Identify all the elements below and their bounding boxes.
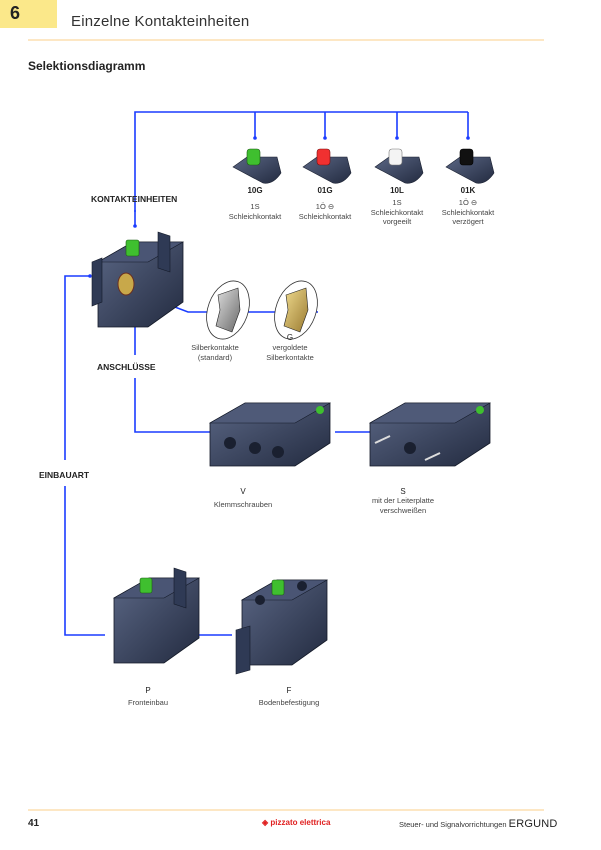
category-mounting-label: EINBAUART [39, 470, 90, 480]
connection-s-code: S [400, 487, 406, 496]
mounting-line [64, 486, 105, 636]
footer-divider [28, 809, 544, 811]
delay-symbol-icon: ⊖ [327, 202, 335, 211]
category-contacts-label: KONTAKTEINHEITEN [91, 194, 178, 204]
brand-logo: ERGUND [508, 818, 558, 830]
chapter-number: 6 [10, 3, 21, 23]
header-divider [28, 39, 544, 41]
pizzato-logo: ◈ pizzato elettrica [262, 818, 331, 827]
mounting-base-icon [235, 579, 329, 675]
plunger-01k-icon [445, 148, 495, 184]
category-connections-label: ANSCHLÜSSE [97, 362, 156, 372]
mounting-front-icon [112, 567, 201, 664]
mounting-p-label: Fronteinbau [127, 698, 169, 707]
material-gold-code: G [286, 333, 294, 342]
silver-contact-icon [206, 280, 250, 340]
connection-pcb-solder-icon [368, 402, 492, 467]
connections-line [134, 378, 210, 433]
delay-symbol-icon: ⊖ [470, 198, 478, 207]
mounting-p-code: P [145, 686, 151, 695]
item-code: 10L [390, 186, 404, 195]
item-code: 10G [247, 186, 263, 195]
plunger-10l-icon [374, 148, 424, 184]
plunger-10g-icon [232, 148, 282, 184]
item-desc: 1Ö ⊖Schleichkontakt [298, 202, 352, 221]
plunger-01g-icon [302, 148, 352, 184]
contact-block-main-icon [91, 231, 185, 328]
mounting-f-code: F [286, 686, 292, 695]
item-code: 01G [317, 186, 333, 195]
page-number: 41 [28, 818, 40, 829]
material-silver-label: Silberkontakte(standard) [191, 343, 239, 362]
logo-icon: ◈ [262, 818, 269, 827]
item-code: 01K [460, 186, 476, 195]
contacts-trunk-line [134, 111, 468, 212]
mounting-f-label: Bodenbefestigung [258, 698, 320, 707]
chapter-tab: 6 [0, 0, 57, 28]
mounting-up-line [64, 275, 90, 460]
connection-screw-terminal-icon [208, 402, 332, 467]
section-title: Selektionsdiagramm [28, 59, 146, 73]
gold-contact-icon [274, 280, 318, 340]
footer-text: Steuer- und Signalvorrichtungen ERGUND [399, 818, 558, 830]
connection-v-code: V [240, 487, 246, 496]
connection-v-label: Klemmschrauben [213, 500, 273, 509]
page-title: Einzelne Kontakteinheiten [71, 13, 250, 30]
